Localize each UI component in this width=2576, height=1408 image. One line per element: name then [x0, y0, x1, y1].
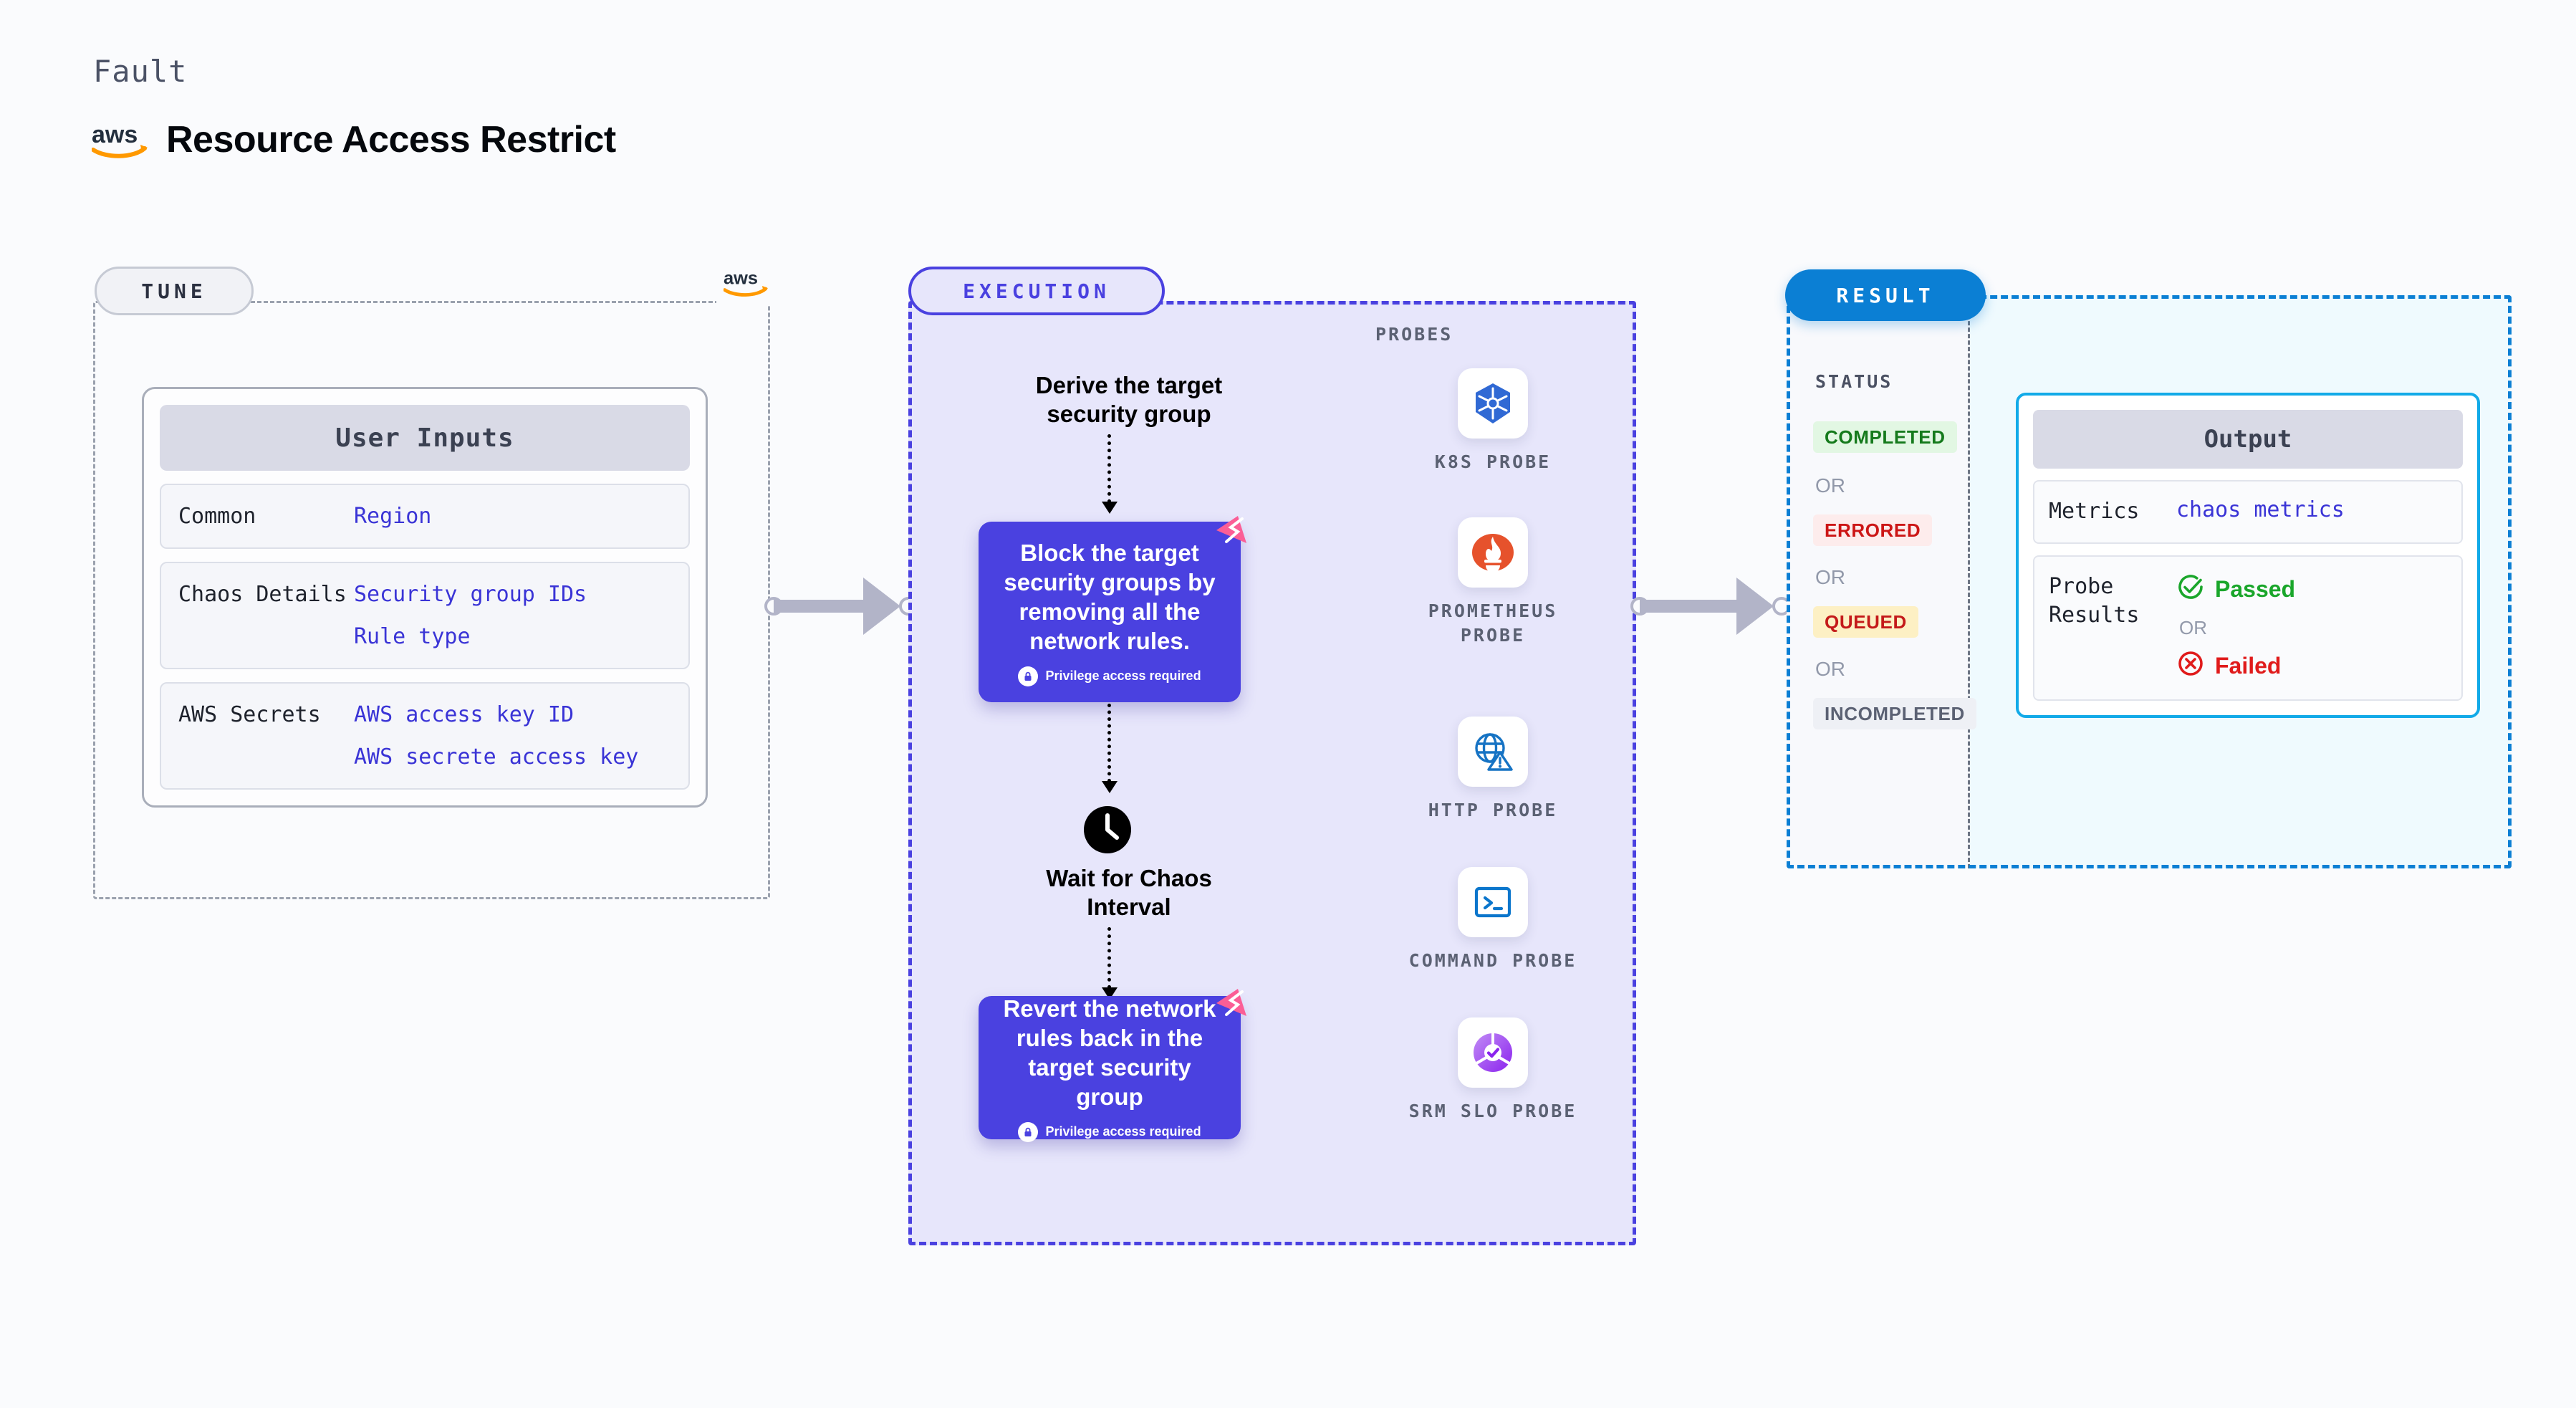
srm-slo-icon [1458, 1017, 1528, 1088]
probe-result-passed: Passed [2176, 573, 2295, 607]
clock-icon [1083, 805, 1132, 858]
flow-connector [1107, 434, 1111, 503]
input-row-common: Common Region [160, 484, 690, 549]
probe-label: PROMETHEUS PROBE [1428, 600, 1558, 646]
fault-kicker: Fault [93, 54, 188, 89]
probe-srm-slo[interactable]: SRM SLO PROBE [1396, 1017, 1590, 1124]
page-title: Resource Access Restrict [166, 119, 616, 161]
flow-arrow-icon [1102, 502, 1118, 514]
litmus-chaos-icon [1216, 516, 1246, 543]
status-badge-completed: COMPLETED [1813, 421, 1957, 453]
probe-k8s[interactable]: K8S PROBE [1396, 368, 1590, 474]
privilege-note-text: Privilege access required [1045, 669, 1201, 683]
status-badge-queued: QUEUED [1813, 606, 1918, 638]
privilege-note: Privilege access required [1018, 1121, 1201, 1142]
privilege-note: Privilege access required [1018, 666, 1201, 686]
output-row-key: Metrics [2049, 499, 2140, 524]
input-row-key: Chaos Details [178, 582, 347, 607]
user-inputs-card: User Inputs Common Region Chaos Details … [142, 387, 708, 808]
input-value[interactable]: AWS secrete access key [354, 744, 639, 770]
probes-title: PROBES [1375, 324, 1453, 345]
connector-line [774, 600, 885, 613]
probe-result-failed: Failed [2176, 649, 2295, 684]
page-title-row: aws Resource Access Restrict [92, 118, 616, 161]
input-value[interactable]: Rule type [354, 624, 471, 649]
tune-pill[interactable]: TUNE [95, 267, 254, 315]
litmus-chaos-icon [1216, 989, 1246, 1016]
input-value[interactable]: Security group IDs [354, 582, 587, 607]
flow-connector [1107, 704, 1111, 782]
connector-line [1640, 600, 1758, 613]
kubernetes-icon [1458, 368, 1528, 439]
status-badge-errored: ERRORED [1813, 514, 1933, 546]
probe-prometheus[interactable]: PROMETHEUS PROBE [1396, 517, 1590, 648]
status-badge-incompleted: INCOMPLETED [1813, 698, 1976, 729]
input-row-aws-secrets: AWS Secrets AWS access key ID AWS secret… [160, 682, 690, 790]
output-row-metrics: Metrics chaos metrics [2033, 480, 2463, 544]
http-globe-warning-icon [1458, 717, 1528, 787]
input-row-chaos-details: Chaos Details Security group IDs Rule ty… [160, 562, 690, 669]
result-pill[interactable]: RESULT [1785, 269, 1986, 321]
check-circle-icon [2176, 573, 2205, 607]
svg-text:aws: aws [92, 121, 138, 148]
or-label: OR [1815, 566, 1845, 588]
input-value[interactable]: AWS access key ID [354, 702, 575, 727]
result-panel [1787, 295, 2512, 868]
probe-label: HTTP PROBE [1428, 800, 1558, 820]
terminal-icon [1458, 867, 1528, 937]
user-inputs-title: User Inputs [160, 405, 690, 471]
connector-arrow-icon [1736, 578, 1774, 635]
input-value[interactable]: Region [354, 504, 432, 529]
probe-result-failed-label: Failed [2215, 653, 2282, 679]
or-label: OR [1815, 658, 1845, 680]
flow-connector [1107, 927, 1111, 989]
connector-arrow-icon [863, 578, 900, 635]
status-column [1787, 295, 1970, 868]
execution-pill[interactable]: EXECUTION [908, 267, 1165, 315]
privilege-note-text: Privilege access required [1045, 1124, 1201, 1139]
prometheus-icon [1458, 517, 1528, 588]
probe-label: COMMAND PROBE [1408, 950, 1577, 971]
probe-label: SRM SLO PROBE [1408, 1101, 1577, 1121]
flow-arrow-icon [1102, 781, 1118, 793]
probe-command[interactable]: COMMAND PROBE [1396, 867, 1590, 973]
status-title: STATUS [1815, 371, 1893, 392]
input-row-key: Common [178, 504, 256, 529]
output-metrics-value[interactable]: chaos metrics [2176, 497, 2345, 522]
probe-label: K8S PROBE [1434, 451, 1552, 472]
lock-icon [1018, 1121, 1039, 1142]
svg-text:aws: aws [724, 269, 758, 289]
input-row-key: AWS Secrets [178, 702, 321, 727]
or-label: OR [2179, 616, 2207, 638]
x-circle-icon [2176, 649, 2205, 684]
lock-icon [1018, 666, 1039, 686]
output-title: Output [2033, 410, 2463, 469]
or-label: OR [1815, 474, 1845, 497]
probe-result-passed-label: Passed [2215, 576, 2296, 602]
probe-http[interactable]: HTTP PROBE [1396, 717, 1590, 823]
aws-logo-icon: aws [92, 121, 148, 158]
tune-aws-badge-icon: aws [716, 264, 775, 306]
